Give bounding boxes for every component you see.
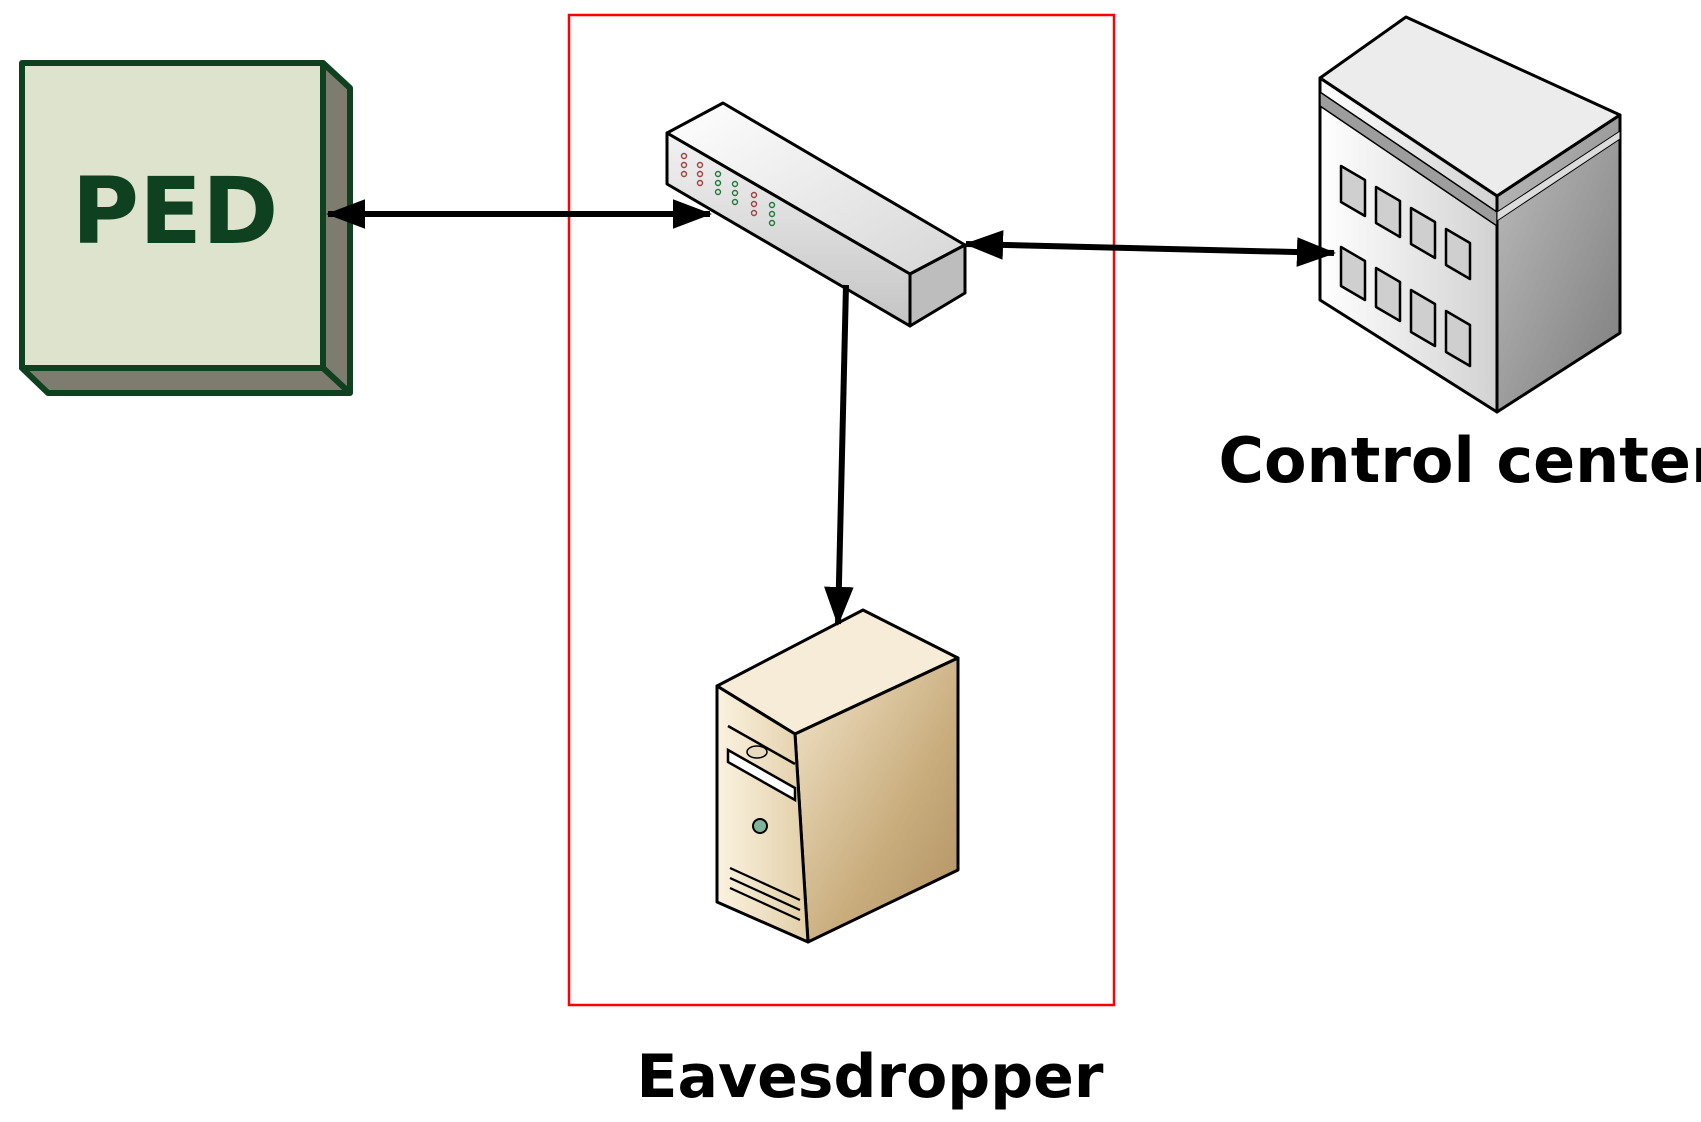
port-lights — [680, 152, 776, 227]
edge-switch-control-center — [964, 230, 1336, 267]
connection-arrows — [326, 199, 1336, 626]
edge-switch-eavesdropper — [824, 284, 854, 626]
building-windows — [1339, 164, 1472, 368]
server-tower-icon[interactable] — [715, 608, 960, 944]
control-center-label: Control center — [1218, 424, 1701, 497]
power-button — [752, 818, 768, 834]
ped-box-icon[interactable]: PED — [19, 60, 353, 396]
network-switch-icon[interactable] — [665, 101, 967, 328]
ped-front-face — [19, 60, 326, 371]
building-icon[interactable]: Control center — [1218, 15, 1701, 497]
eavesdropper-frame — [567, 13, 1116, 1007]
vent-lines — [729, 866, 801, 922]
drive-bay-indicator — [746, 745, 768, 759]
eavesdropper-label: Eavesdropper — [637, 1042, 1104, 1112]
ped-label: PED — [72, 158, 279, 265]
